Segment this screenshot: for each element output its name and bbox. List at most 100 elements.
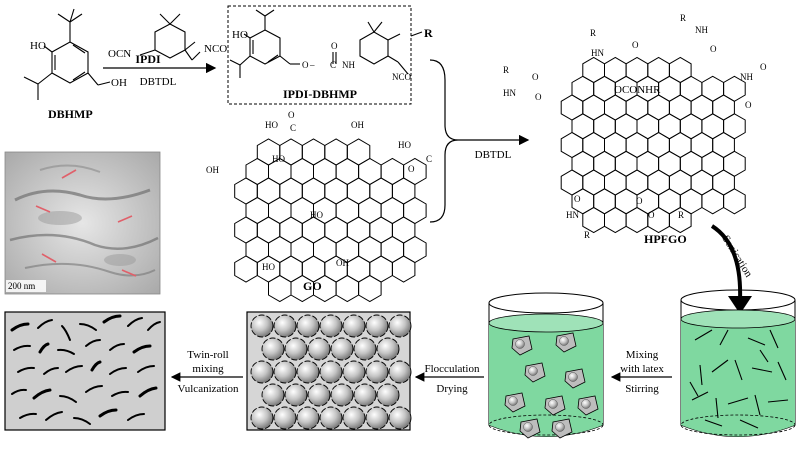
hpfgo-ring	[723, 113, 746, 140]
go-label-2: O	[288, 110, 295, 120]
graphene-sheet	[147, 321, 161, 331]
mixing2-label: mixing	[192, 363, 224, 375]
tem-scale-bar: 200 nm	[8, 281, 35, 291]
go-ring	[324, 216, 348, 244]
go-label-9: O	[408, 164, 415, 174]
tem-arrow	[61, 169, 77, 179]
go-label-3: C	[290, 123, 296, 133]
hpfgo-ring	[604, 94, 627, 121]
graphene-sheet	[109, 367, 127, 375]
dispersed-sheet	[711, 359, 729, 373]
latex-sphere	[261, 337, 285, 361]
latex-sphere	[365, 406, 389, 430]
latex-sphere	[250, 360, 274, 384]
ipdi-dbhmp-r-label: R	[424, 26, 433, 40]
dispersed-sheet	[694, 329, 713, 341]
latex-sphere	[284, 383, 308, 407]
hpfgo-ring	[593, 75, 616, 102]
dispersed-sheet	[754, 394, 761, 416]
go-ring	[335, 196, 360, 225]
latex-sphere	[319, 406, 343, 430]
hpfgo-ring	[712, 169, 735, 196]
combine-brace	[429, 59, 459, 223]
drying-label: Drying	[436, 383, 468, 395]
hpfgo-label-o3: O	[532, 72, 539, 82]
go-ring	[358, 274, 382, 303]
hpfgo-ring	[625, 94, 649, 121]
ipdi-dbhmp-c-label: C	[330, 60, 336, 70]
graphene-sheet	[98, 408, 118, 418]
graphene-sheet	[45, 411, 63, 421]
hpfgo-label-o5: O	[745, 100, 752, 110]
graphene-sheet	[111, 390, 129, 397]
ipdi-dbhmp-dashed-box	[227, 5, 412, 105]
hpfgo-ring	[604, 169, 627, 196]
graphene-sheet	[32, 388, 52, 400]
go-ring	[268, 274, 292, 303]
hpfgo-label-o6: O	[574, 194, 581, 204]
latex-sphere	[319, 314, 343, 338]
hpfgo-ring	[701, 113, 725, 140]
hpfgo-ring	[668, 206, 692, 234]
latex-sphere	[330, 337, 354, 361]
graphene-sheet	[79, 323, 97, 331]
hpfgo-ring	[647, 94, 670, 121]
hpfgo-ring	[679, 150, 703, 177]
go-ring	[346, 177, 371, 205]
hpfgo-label-o4: O	[535, 92, 542, 102]
hpfgo-ring	[636, 113, 660, 140]
dispersed-sheet	[734, 359, 743, 381]
latex-particle	[568, 372, 578, 382]
go-ring	[346, 138, 371, 166]
graphene-sheet	[17, 366, 35, 373]
go-ring	[234, 216, 258, 244]
go-ring	[279, 177, 303, 205]
hpfgo-conhr-label: OCONHR	[614, 84, 661, 96]
graphene-sheet	[127, 317, 143, 327]
hpfgo-label-o1: O	[632, 40, 639, 50]
dbhmp-structure	[23, 8, 111, 100]
go-label-1: HO	[265, 120, 278, 130]
dispersed-sheet	[759, 349, 769, 363]
hpfgo-ring	[690, 94, 714, 121]
hpfgo-label-hn7: O	[648, 210, 655, 220]
with-latex-label: with latex	[620, 363, 664, 375]
stirring-label: Stirring	[625, 383, 659, 395]
go-ring	[380, 157, 405, 186]
go-label-11: HO	[262, 262, 275, 272]
ipdi-dbhmp-structure	[229, 9, 409, 78]
hpfgo-ring	[593, 113, 616, 140]
dispersed-sheet	[751, 367, 773, 373]
graphene-sheet	[19, 412, 37, 419]
hpfgo-ring	[614, 188, 638, 215]
hpfgo-ring	[604, 56, 627, 84]
go-ring	[268, 235, 292, 264]
graphene-sheet	[90, 360, 102, 372]
hpfgo-ring	[723, 188, 746, 215]
hpfgo-ring	[593, 150, 616, 177]
latex-sphere	[307, 337, 331, 361]
latex-sphere	[250, 314, 274, 338]
latex-sphere	[296, 314, 320, 338]
flocculation-label: Flocculation	[425, 363, 480, 375]
hpfgo-ring	[647, 169, 670, 196]
hpfgo-ring	[658, 75, 681, 102]
hpfgo-ring	[582, 206, 605, 234]
latex-sphere	[296, 360, 320, 384]
go-ring	[234, 255, 258, 283]
hpfgo-ring	[604, 131, 627, 159]
go-ring	[346, 216, 371, 244]
graphene-sheet	[73, 417, 91, 425]
go-label-10: C	[426, 154, 432, 164]
hpfgo-ring	[593, 188, 616, 215]
go-ring	[290, 235, 314, 264]
go-ring	[403, 196, 427, 225]
go-ring	[369, 177, 393, 205]
mixing-label: Mixing	[626, 349, 659, 361]
hpfgo-label-r6: R	[584, 230, 590, 240]
hpfgo-ring	[679, 113, 703, 140]
latex-sphere	[261, 383, 285, 407]
graphene-sheet	[59, 395, 77, 403]
go-ring	[290, 157, 314, 186]
